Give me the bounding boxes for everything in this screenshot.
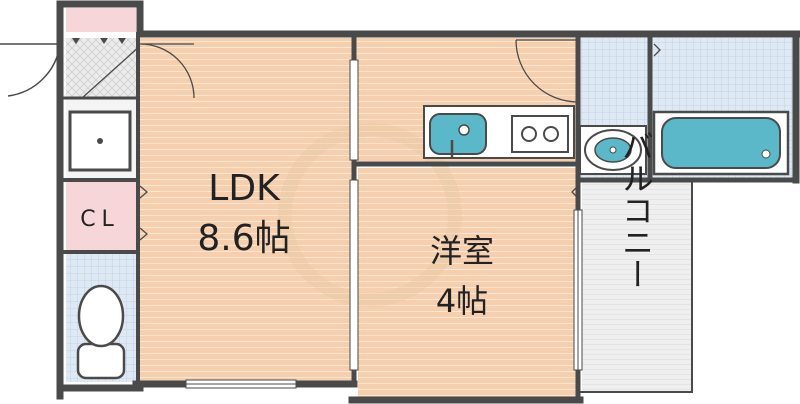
door-swings [81,39,661,241]
ldk-room-name: LDK [208,168,281,209]
closet-label: CL [80,207,120,232]
western-room-size: 4帖 [436,282,488,320]
watermark [278,123,462,307]
balcony-floor [582,182,692,392]
washing-machine [68,110,132,172]
western-room-name: 洋室 [430,232,494,270]
windows [185,59,583,389]
shoebox-markers [72,38,126,44]
shoebox [66,8,136,32]
wash-basin [579,125,647,175]
entrance-floor [66,38,136,98]
toilet [76,284,126,380]
balcony-label: バルコニー [617,130,655,290]
western-room-floor [358,168,576,398]
kitchen-counter [423,105,575,159]
ldk-room-size: 8.6帖 [197,218,290,259]
ldk-floor [140,38,354,382]
entrance-door [0,43,61,98]
closet-floor [66,182,136,250]
bathtub [652,110,790,176]
